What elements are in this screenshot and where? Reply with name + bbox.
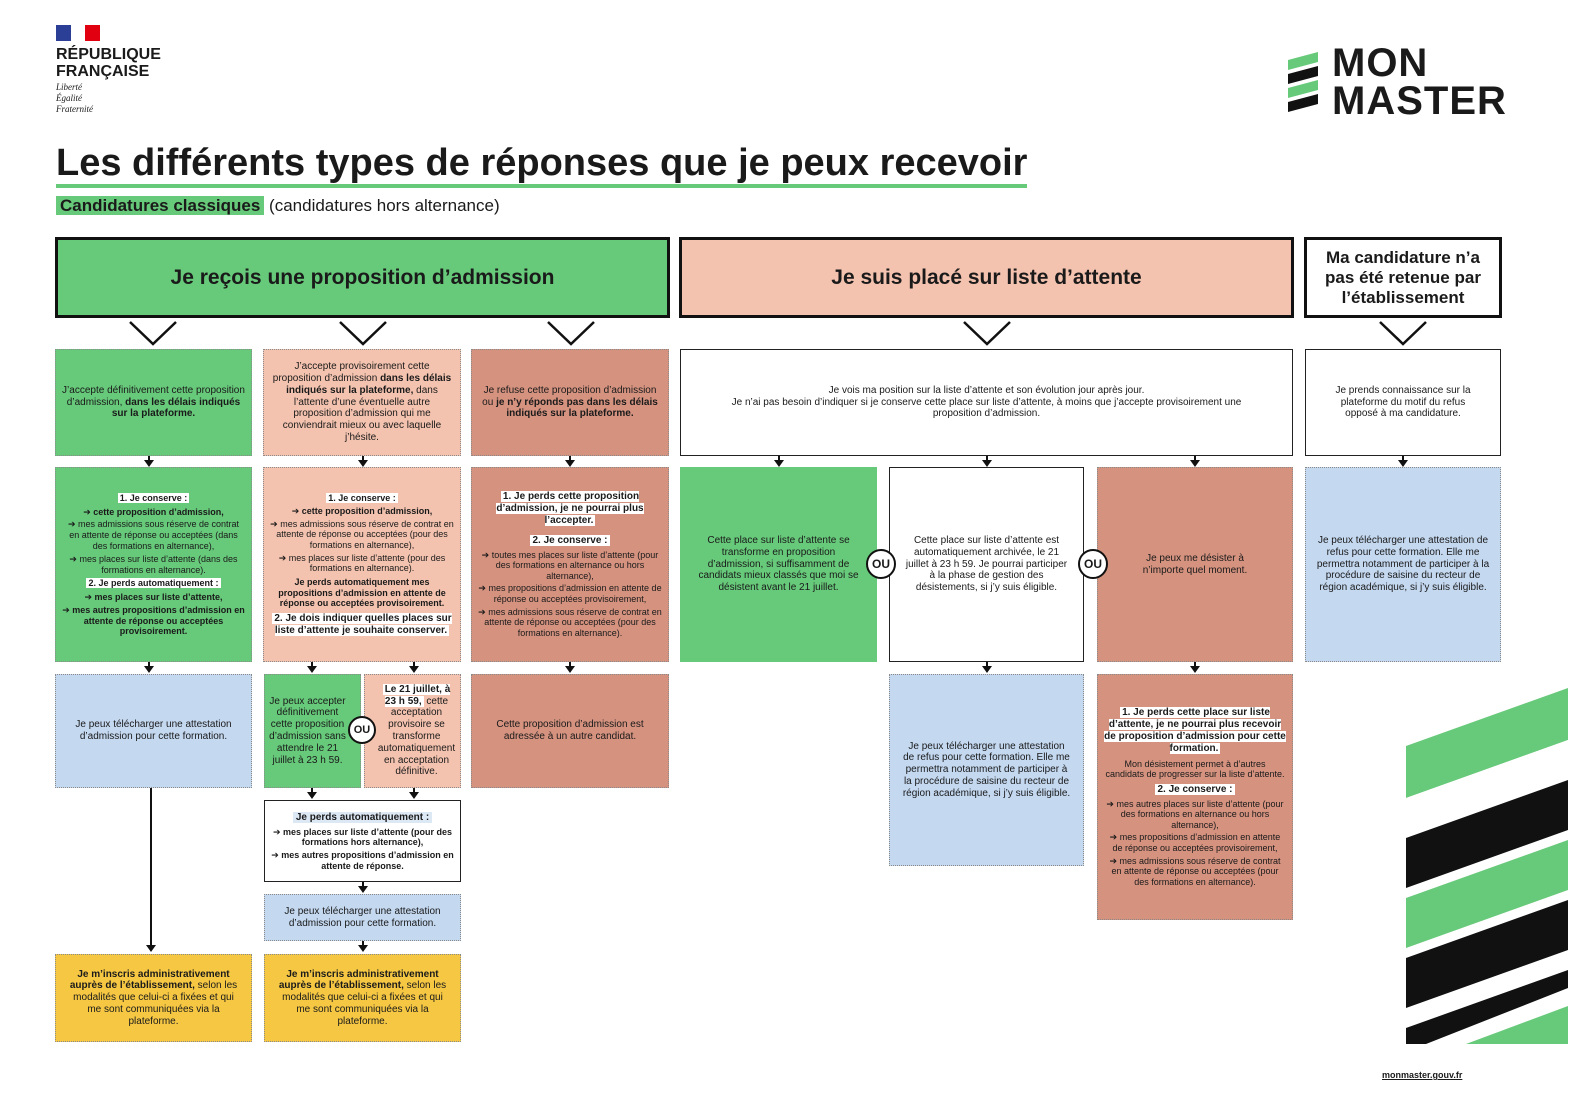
box-consequences-refuse: 1. Je perds cette proposition d’admissio… [471, 467, 669, 662]
subtitle-tag: Candidatures classiques [56, 196, 265, 215]
or-badge: OU [866, 549, 896, 579]
decorative-pattern [1406, 688, 1568, 1044]
chevron-down-icon [129, 321, 177, 346]
or-badge: OU [1078, 549, 1108, 579]
motto-fraternite: Fraternité [56, 104, 93, 114]
arrow-down-icon [409, 666, 419, 673]
arrow-down-icon [358, 886, 368, 893]
gov-logo: RÉPUBLIQUE FRANÇAISE Liberté Égalité Fra… [56, 25, 186, 120]
box-consequences-definitive: 1. Je conserve : ➔ cette proposition d’a… [55, 467, 252, 662]
arrow-down-icon [358, 945, 368, 952]
category-refused: Ma candidature n’a pas été retenue par l… [1304, 237, 1502, 318]
arrow-down-icon [565, 666, 575, 673]
footer-url[interactable]: monmaster.gouv.fr [1382, 1070, 1463, 1080]
arrow-down-icon [307, 792, 317, 799]
box-admission-certificate: Je peux télécharger une attestation d’ad… [55, 674, 252, 788]
monmaster-logo-icon [1288, 52, 1318, 112]
arrow-down-icon [982, 460, 992, 467]
arrow-down-icon [144, 460, 154, 467]
category-waitlist: Je suis placé sur liste d’attente [679, 237, 1294, 318]
box-lose-auto: Je perds automatiquement : ➔ mes places … [264, 800, 461, 882]
box-auto-definitive: Le 21 juillet, à 23 h 59, cette acceptat… [364, 674, 461, 788]
arrow-down-icon [774, 460, 784, 467]
page-subtitle: Candidatures classiques (candidatures ho… [56, 195, 500, 217]
box-admission-certificate-2: Je peux télécharger une attestation d’ad… [264, 894, 461, 941]
box-refusal-certificate: Je peux télécharger une attestation de r… [1305, 467, 1501, 662]
motto-liberte: Liberté [56, 82, 82, 92]
chevron-down-icon [963, 321, 1011, 346]
box-waitlist-transform: Cette place sur liste d’attente se trans… [680, 467, 877, 662]
french-flag-icon [56, 25, 101, 41]
gov-name-line2: FRANÇAISE [56, 63, 150, 80]
box-other-candidate: Cette proposition d’admission est adress… [471, 674, 669, 788]
box-consequences-provisional: 1. Je conserve : ➔ cette proposition d’a… [263, 467, 461, 662]
box-waitlist-position: Je vois ma position sur la liste d’atten… [680, 349, 1293, 456]
box-waitlist-refusal-cert: Je peux télécharger une attestation de r… [889, 674, 1084, 866]
arrow-down-icon [565, 460, 575, 467]
box-accept-provisional: J’accepte provisoirement cette propositi… [263, 349, 461, 456]
box-enroll-2: Je m’inscris administrativement auprès d… [264, 954, 461, 1042]
arrow-down-icon [409, 792, 419, 799]
box-accept-definitive: J’accepte définitivement cette propositi… [55, 349, 252, 456]
arrow-down-icon [1190, 460, 1200, 467]
box-withdraw-consequences: 1. Je perds cette place sur liste d’atte… [1097, 674, 1293, 920]
chevron-down-icon [547, 321, 595, 346]
box-enroll: Je m’inscris administrativement auprès d… [55, 954, 252, 1042]
arrow-down-icon [146, 945, 156, 952]
chevron-down-icon [339, 321, 387, 346]
gov-name-line1: RÉPUBLIQUE [56, 46, 161, 63]
arrow-down-icon [1190, 666, 1200, 673]
arrow-down-icon [358, 460, 368, 467]
arrow-down-icon [1398, 460, 1408, 467]
page-title: Les différents types de réponses que je … [56, 140, 1028, 188]
box-refuse: Je refuse cette proposition d’admission … [471, 349, 669, 456]
arrow-down-icon [307, 666, 317, 673]
chevron-down-icon [1379, 321, 1427, 346]
brand-line2: MASTER [1332, 79, 1507, 123]
arrow-down-icon [144, 666, 154, 673]
category-admission: Je reçois une proposition d’admission [55, 237, 670, 318]
subtitle-rest: (candidatures hors alternance) [269, 196, 500, 215]
arrow-down-icon [982, 666, 992, 673]
box-waitlist-withdraw: Je peux me désister à n’importe quel mom… [1097, 467, 1293, 662]
box-accept-now: Je peux accepter définitivement cette pr… [264, 674, 361, 788]
or-badge: OU [348, 716, 376, 744]
brand-line1: MON [1332, 41, 1429, 85]
motto-egalite: Égalité [56, 93, 82, 103]
box-refusal-notice: Je prends connaissance sur la plateforme… [1305, 349, 1501, 456]
box-waitlist-archived: Cette place sur liste d’attente est auto… [889, 467, 1084, 662]
